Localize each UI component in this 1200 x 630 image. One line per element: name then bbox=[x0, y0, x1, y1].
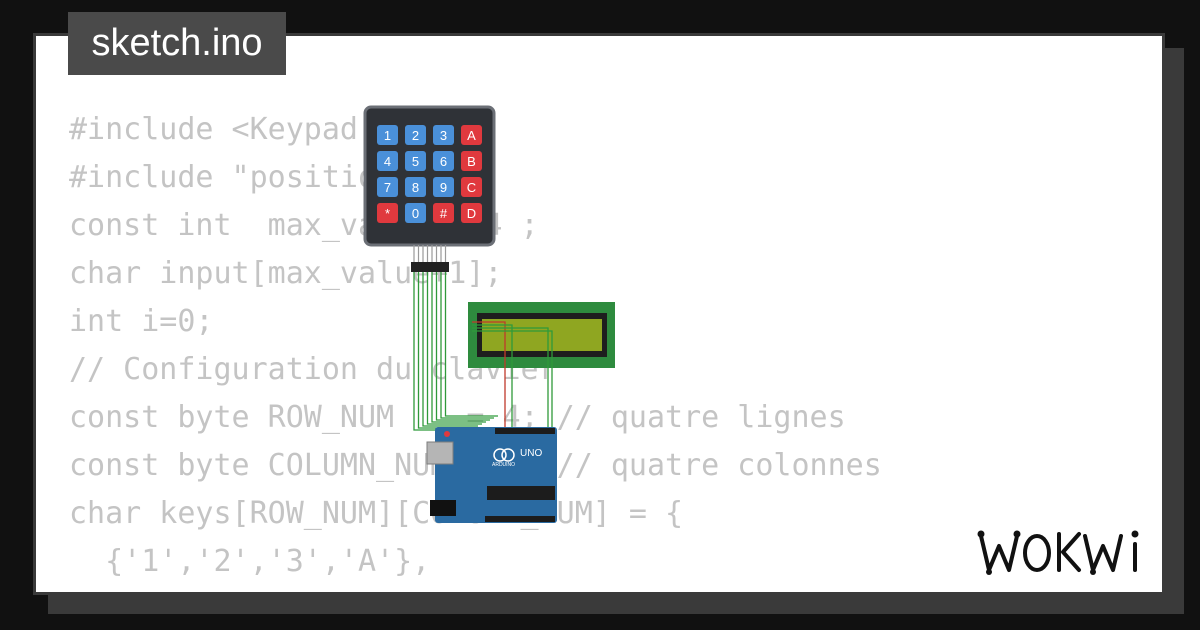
keypad-key-label: 5 bbox=[412, 154, 419, 169]
keypad-connector bbox=[411, 245, 449, 272]
keypad-key-0-0[interactable]: 1 bbox=[377, 125, 398, 145]
keypad-key-2-0[interactable]: 7 bbox=[377, 177, 398, 197]
keypad-key-3-1[interactable]: 0 bbox=[405, 203, 426, 223]
keypad-key-label: # bbox=[440, 206, 448, 221]
keypad-key-label: C bbox=[467, 180, 476, 195]
keypad-key-1-2[interactable]: 6 bbox=[433, 151, 454, 171]
keypad-key-label: A bbox=[467, 128, 476, 143]
keypad-key-3-3[interactable]: D bbox=[461, 203, 482, 223]
keypad-key-2-2[interactable]: 9 bbox=[433, 177, 454, 197]
keypad-key-label: 1 bbox=[384, 128, 391, 143]
keypad-key-0-2[interactable]: 3 bbox=[433, 125, 454, 145]
keypad-key-1-1[interactable]: 5 bbox=[405, 151, 426, 171]
keypad-membrane[interactable]: 1 2 3 A 4 5 6 B 7 8 9 C * 0 # D bbox=[363, 105, 496, 247]
code-line: const byte COLUMN_NUM = 4; // quatre col… bbox=[69, 448, 882, 483]
keypad-key-1-0[interactable]: 4 bbox=[377, 151, 398, 171]
keypad-key-0-1[interactable]: 2 bbox=[405, 125, 426, 145]
keypad-key-label: D bbox=[467, 206, 476, 221]
keypad-key-label: 4 bbox=[384, 154, 391, 169]
keypad-key-label: 7 bbox=[384, 180, 391, 195]
code-line: int i=0; bbox=[69, 304, 214, 339]
keypad-key-0-3[interactable]: A bbox=[461, 125, 482, 145]
keypad-key-label: * bbox=[385, 206, 390, 221]
wokwi-logo[interactable] bbox=[975, 522, 1155, 580]
keypad-key-3-0[interactable]: * bbox=[377, 203, 398, 223]
keypad-key-label: 6 bbox=[440, 154, 447, 169]
file-name-tab[interactable]: sketch.ino bbox=[68, 12, 286, 75]
keypad-keys: 1 2 3 A 4 5 6 B 7 8 9 C * 0 # D bbox=[377, 125, 482, 223]
keypad-key-2-1[interactable]: 8 bbox=[405, 177, 426, 197]
arduino-uno-board[interactable]: UNO ARDUINO bbox=[426, 427, 557, 523]
arduino-brand-label: ARDUINO bbox=[492, 462, 515, 468]
keypad-key-3-2[interactable]: # bbox=[433, 203, 454, 223]
code-line: {'1','2','3','A'}, bbox=[69, 544, 431, 579]
lcd-display[interactable] bbox=[468, 302, 615, 368]
keypad-key-label: 8 bbox=[412, 180, 419, 195]
keypad-key-label: 9 bbox=[440, 180, 447, 195]
keypad-key-label: 3 bbox=[440, 128, 447, 143]
keypad-key-label: 2 bbox=[412, 128, 419, 143]
keypad-key-label: 0 bbox=[412, 206, 419, 221]
keypad-key-label: B bbox=[467, 154, 476, 169]
code-line: const byte ROW_NUM = 4; // quatre lignes bbox=[69, 400, 846, 435]
keypad-key-2-3[interactable]: C bbox=[461, 177, 482, 197]
keypad-key-1-3[interactable]: B bbox=[461, 151, 482, 171]
arduino-board-label: UNO bbox=[520, 448, 542, 459]
